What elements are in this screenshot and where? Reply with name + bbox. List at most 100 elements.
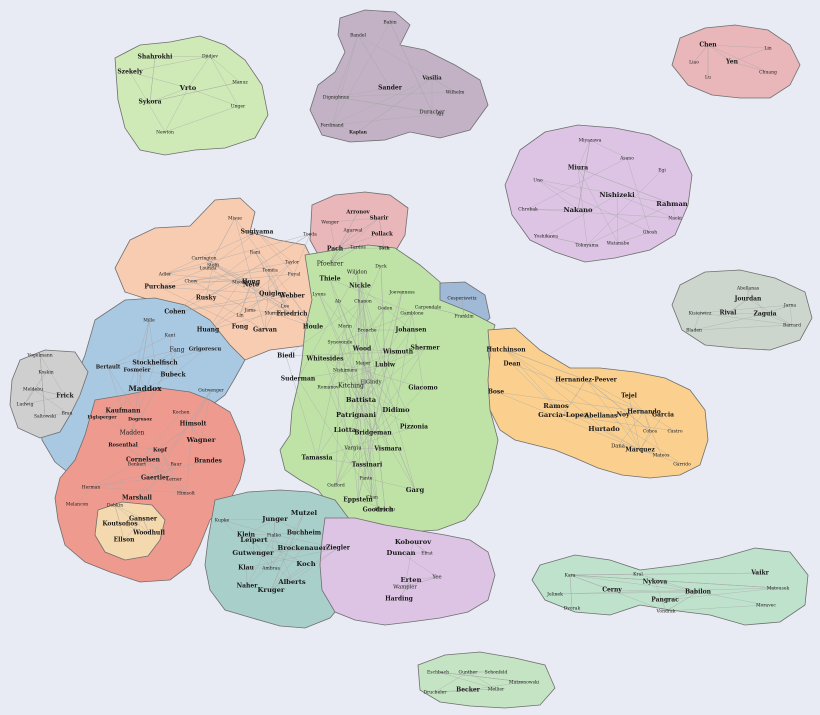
edge-whitesides (316, 457, 368, 466)
author-label: Himsolt (180, 421, 207, 428)
edge-eades (256, 231, 293, 263)
edge-eades (207, 261, 293, 331)
edge-hutchinson (639, 414, 664, 451)
author-label: ElGindy (360, 380, 381, 386)
edge-sander (357, 77, 433, 133)
author-label: Vasilia (421, 76, 442, 82)
author-label: Egi (658, 168, 666, 174)
author-label: Huang (197, 327, 220, 334)
author-label: Hurtado (588, 425, 620, 433)
edge-eades (234, 217, 266, 331)
edge-junger (270, 563, 307, 591)
edge-chen (693, 44, 709, 63)
author-label: Kant (165, 333, 176, 339)
author-label: Klein (237, 532, 256, 539)
author-label: Cornelsen (126, 457, 161, 464)
edge-eades (174, 293, 273, 313)
author-label: Lerner (166, 477, 182, 483)
edge-shahrokhi (129, 55, 211, 73)
author-label: Thiele (319, 276, 340, 283)
author-label: Koch (296, 560, 315, 568)
author-label: Patrignani (336, 411, 376, 419)
author-label: Rahman (656, 200, 688, 208)
edge-kaufmann (144, 374, 174, 390)
edge-whitesides (344, 369, 379, 511)
edge-gutwenger-south (467, 671, 497, 690)
author-label: Mutzenowski (509, 680, 540, 686)
author-label: Mellier (488, 687, 505, 693)
edge-vasa (554, 587, 779, 595)
author-label: Fuyal (288, 272, 301, 278)
author-label: Shermer (410, 345, 440, 352)
edge-kaufmann (107, 349, 178, 368)
edge-wagner (136, 411, 182, 465)
author-label: Pach (327, 246, 344, 253)
author-label: Chow (185, 279, 198, 285)
edge-junger (245, 534, 303, 549)
region-nakano (504, 124, 693, 263)
edge-sander (357, 34, 456, 93)
author-label: Drucheler (424, 690, 448, 696)
region-vasa (531, 547, 809, 626)
edge-kaufmann (122, 319, 150, 412)
edge-frick (39, 354, 66, 397)
author-label: Webber (278, 293, 305, 300)
edge-eades (190, 269, 271, 282)
author-label: Baur (170, 462, 182, 468)
edge-whitesides (360, 399, 379, 511)
author-label: Wampler (393, 585, 417, 591)
edge-nakano (577, 167, 588, 246)
author-label: Chuang (759, 70, 777, 76)
author-label: Murray (264, 311, 281, 317)
author-label: Fong (232, 324, 249, 331)
author-label: Biedl (277, 353, 295, 360)
edge-gutwenger-south (437, 671, 497, 690)
author-label: Ferdinand (320, 123, 343, 129)
author-label: Lubiw (375, 362, 396, 369)
edge-gutwenger-south (434, 671, 469, 693)
edge-junger (245, 518, 276, 536)
edge-junger (245, 534, 293, 583)
edge-eades (249, 261, 293, 311)
edge-junger (291, 547, 339, 583)
author-label: Brau (61, 411, 72, 417)
edge-eades (272, 312, 314, 328)
author-label: Ludwig (17, 402, 34, 408)
author-label: Castro (667, 429, 682, 435)
edge-whitesides (359, 285, 389, 450)
edge-shahrokhi (154, 55, 211, 58)
author-label: Arronov (345, 210, 370, 216)
author-label: Abellanas (736, 286, 760, 292)
author-label: Liotta (334, 426, 357, 434)
edge-junger (270, 512, 305, 591)
edge-vasa (697, 591, 767, 606)
edge-jourdan (727, 312, 766, 315)
author-label: Efrat (421, 551, 433, 557)
edge-shahrokhi (129, 71, 189, 89)
edge-kaufmann (139, 349, 178, 420)
region-gansner (94, 501, 166, 561)
edge-vasa (665, 604, 767, 612)
edge-nakano (577, 167, 673, 205)
region-kobourov (319, 517, 496, 626)
edge-jourdan (764, 304, 791, 315)
author-label: Benkert (128, 462, 146, 468)
edge-nakano (616, 194, 676, 219)
author-label: Whitesides (305, 356, 344, 363)
author-label: Mateos (653, 453, 670, 459)
region-shahrokhi (114, 35, 269, 156)
author-label: Watanabe (607, 241, 630, 247)
edge-jourdan (764, 313, 793, 326)
edge-eades (254, 251, 271, 271)
edge-jourdan (789, 304, 793, 326)
edge-wagner (159, 449, 175, 480)
author-label: Schonfeld (485, 670, 508, 676)
author-label: Eppstein (343, 497, 373, 504)
edge-eades (164, 264, 214, 275)
author-label: Brockenauer (278, 544, 327, 552)
edge-eades (212, 231, 258, 266)
edge-whitesides (356, 271, 386, 366)
author-label: Kaufmann (105, 408, 141, 415)
edge-whitesides (318, 293, 389, 450)
edge-eades (264, 312, 274, 331)
